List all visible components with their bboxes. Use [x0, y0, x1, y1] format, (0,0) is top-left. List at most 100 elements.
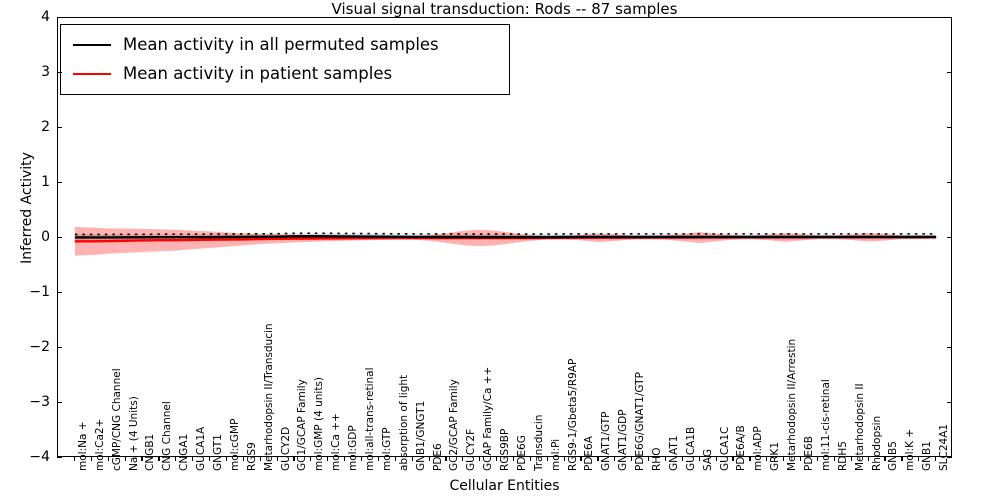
y-tick-mark: [57, 72, 62, 74]
x-tick-mark: [816, 457, 819, 461]
x-tick-label: GNAT1/GTP: [600, 411, 613, 472]
x-tick-mark: [158, 457, 160, 461]
legend-swatch-permuted: [73, 43, 111, 46]
x-axis-label: Cellular Entities: [449, 478, 560, 494]
legend-label-permuted: Mean activity in all permuted samples: [123, 35, 439, 54]
series-plot: [74, 227, 937, 256]
y-tick-mark: [947, 72, 952, 74]
chart-legend: Mean activity in all permuted samples Me…: [60, 24, 510, 95]
x-tick-mark: [310, 457, 312, 461]
x-tick-mark: [597, 457, 599, 461]
x-tick-label: PDE6B: [803, 436, 816, 471]
x-tick-label: GUCA1C: [718, 426, 731, 471]
y-tick-mark: [947, 347, 952, 349]
x-tick-mark: [631, 457, 633, 461]
x-tick-label: mol:GMP (4 units): [313, 377, 326, 471]
x-tick-label: mol:ADP: [752, 426, 765, 471]
x-tick-label: CNGB1: [144, 433, 157, 471]
y-tick-label: 3: [41, 64, 50, 80]
x-tick-label: RDH5: [836, 441, 849, 471]
x-tick-mark: [496, 457, 498, 461]
legend-label-patient: Mean activity in patient samples: [123, 64, 393, 83]
x-tick-label: PDE6G: [515, 435, 528, 471]
x-tick-mark: [833, 457, 835, 461]
x-tick-label: mol:GDP: [347, 425, 360, 471]
x-tick-label: RGS9-1/Gbeta5/R9AP: [566, 358, 579, 471]
x-tick-mark: [377, 457, 380, 461]
x-tick-mark: [124, 457, 126, 461]
y-tick-mark: [57, 237, 62, 239]
x-tick-mark: [698, 457, 700, 461]
x-tick-mark: [428, 457, 430, 461]
x-tick-label: GNB1: [921, 441, 934, 471]
x-tick-label: SLC24A1: [938, 423, 951, 471]
x-tick-label: GNB1/GNGT1: [414, 400, 427, 471]
y-tick-mark: [57, 457, 62, 459]
x-tick-label: PDE6A/B: [735, 425, 748, 471]
y-tick-label: −1: [29, 284, 50, 300]
x-tick-label: mol:Na +: [76, 421, 89, 471]
x-tick-label: mol:Ca ++: [330, 413, 343, 471]
x-tick-label: GUCA1B: [684, 426, 697, 471]
x-tick-mark: [242, 457, 244, 461]
x-tick-mark: [800, 457, 802, 461]
x-tick-mark: [529, 457, 532, 461]
x-tick-mark: [225, 457, 228, 461]
x-tick-mark: [766, 457, 768, 461]
x-tick-mark: [360, 457, 363, 461]
x-tick-label: Metarhodopsin II/Arrestin: [786, 338, 799, 471]
x-tick-mark: [259, 457, 261, 461]
x-tick-label: mol:GTP: [380, 427, 393, 471]
x-tick-mark: [411, 457, 413, 461]
x-tick-mark: [563, 457, 565, 461]
x-tick-label: cGMP/CNG Channel: [110, 368, 123, 471]
permuted-mean-markers: [74, 232, 937, 236]
x-tick-label: GCAP Family/Ca ++: [482, 366, 495, 471]
y-tick-mark: [947, 457, 952, 459]
y-tick-label: −3: [29, 394, 50, 410]
x-tick-label: CNG Channel: [161, 401, 174, 471]
y-tick-label: −4: [29, 449, 50, 465]
y-tick-mark: [57, 17, 62, 19]
y-tick-mark: [947, 292, 952, 294]
x-tick-mark: [208, 457, 211, 461]
x-tick-mark: [783, 457, 785, 461]
x-tick-label: GUCY2F: [465, 428, 478, 471]
y-tick-mark: [57, 182, 62, 184]
y-tick-mark: [947, 402, 952, 404]
x-tick-mark: [512, 457, 515, 461]
x-tick-mark: [715, 457, 717, 461]
x-tick-label: GUCY2D: [279, 426, 292, 471]
y-tick-mark: [947, 182, 952, 184]
x-tick-mark: [732, 457, 734, 461]
x-tick-label: mol:K +: [904, 428, 917, 471]
x-tick-mark: [867, 457, 869, 461]
x-tick-label: mol:cGMP: [228, 418, 241, 471]
patient-confidence-band: [74, 227, 937, 256]
x-tick-mark: [850, 457, 852, 461]
legend-item: Mean activity in all permuted samples: [69, 30, 501, 59]
y-tick-label: −2: [29, 339, 50, 355]
x-tick-label: mol:all-trans-retinal: [363, 367, 376, 471]
x-tick-label: GNAT1/GDP: [617, 409, 630, 471]
x-tick-mark: [664, 457, 667, 461]
x-tick-mark: [546, 457, 548, 461]
x-tick-label: CNGA1: [178, 433, 191, 471]
x-tick-label: Transducin: [532, 414, 545, 471]
permuted-mean-line: [74, 235, 937, 239]
x-tick-label: mol:11-cis-retinal: [819, 379, 832, 471]
x-tick-label: Metarhodopsin II/Transducin: [262, 323, 275, 471]
x-tick-label: PDE6G/GNAT1/GTP: [634, 372, 647, 471]
y-tick-label: 1: [41, 174, 50, 190]
x-tick-mark: [90, 457, 92, 461]
x-tick-label: Rhodopsin: [870, 415, 883, 471]
y-tick-label: 4: [41, 9, 50, 25]
x-tick-mark: [276, 457, 278, 461]
legend-swatch-patient: [73, 72, 111, 75]
x-tick-label: SAG: [701, 449, 714, 471]
x-tick-mark: [479, 457, 481, 461]
x-tick-mark: [648, 457, 650, 461]
x-tick-mark: [918, 457, 920, 461]
